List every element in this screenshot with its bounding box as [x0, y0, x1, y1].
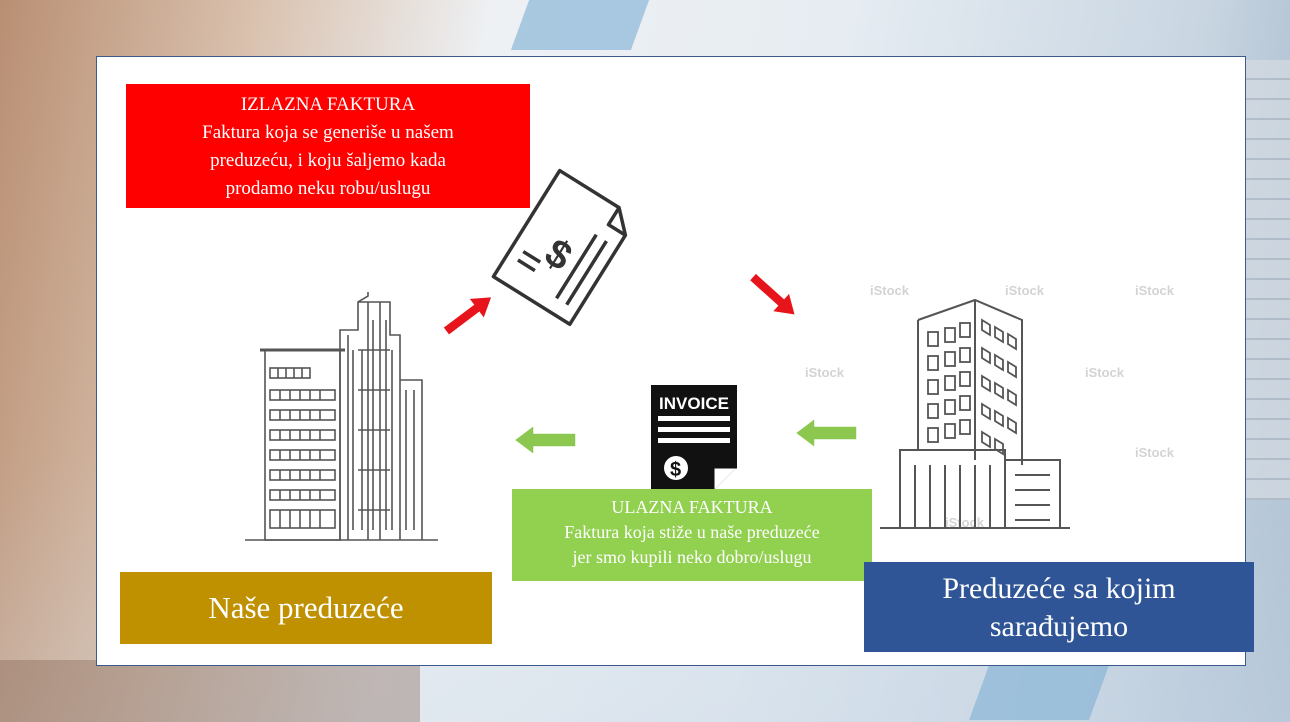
- incoming-invoice-box: ULAZNA FAKTURA Faktura koja stiže u naše…: [512, 489, 872, 581]
- incoming-invoice-line: Faktura koja stiže u naše preduzeće: [564, 522, 820, 542]
- watermark-text: iStock: [1005, 283, 1045, 298]
- watermark-text: iStock: [1135, 445, 1175, 460]
- invoice-label: INVOICE: [659, 394, 729, 413]
- outgoing-invoice-box: IZLAZNA FAKTURA Faktura koja se generiše…: [126, 84, 530, 208]
- incoming-invoice-title: ULAZNA FAKTURA: [611, 497, 773, 517]
- outgoing-invoice-line: Faktura koja se generiše u našem: [202, 122, 454, 143]
- green-arrow-left: [793, 416, 858, 450]
- partner-company-label: Preduzeće sa kojim sarađujemo: [864, 562, 1254, 652]
- our-company-label: Naše preduzeće: [120, 572, 492, 644]
- background-desk-shadow: [0, 660, 420, 722]
- dollar-document-icon: $: [491, 168, 628, 327]
- our-company-text: Naše preduzeće: [208, 590, 404, 625]
- red-arrow-up-right: [441, 295, 494, 337]
- watermark-text: iStock: [1135, 283, 1175, 298]
- office-building-icon: [245, 292, 438, 541]
- outgoing-invoice-line: preduzeću, i koju šaljemo kada: [210, 150, 446, 171]
- red-arrow-down-right: [748, 271, 797, 317]
- dollar-circle-icon: $: [670, 459, 681, 481]
- outgoing-invoice-line: prodamo neku robu/uslugu: [225, 178, 431, 199]
- background-chart-stripe: [969, 660, 1111, 720]
- invoice-icon: $ INVOICE: [651, 385, 737, 491]
- background-chart-stripe: [510, 0, 650, 50]
- partner-company-line: Preduzeće sa kojim: [942, 572, 1176, 605]
- partner-company-line: sarađujemo: [989, 610, 1129, 643]
- watermark-text: iStock: [870, 283, 910, 298]
- skyscraper-icon: [880, 298, 1070, 529]
- watermark-text: iStock: [805, 365, 845, 380]
- green-arrow-left: [512, 423, 577, 457]
- outgoing-invoice-title: IZLAZNA FAKTURA: [240, 94, 416, 115]
- watermark-text: iStock: [1085, 365, 1125, 380]
- incoming-invoice-line: jer smo kupili neko dobro/uslugu: [572, 547, 812, 567]
